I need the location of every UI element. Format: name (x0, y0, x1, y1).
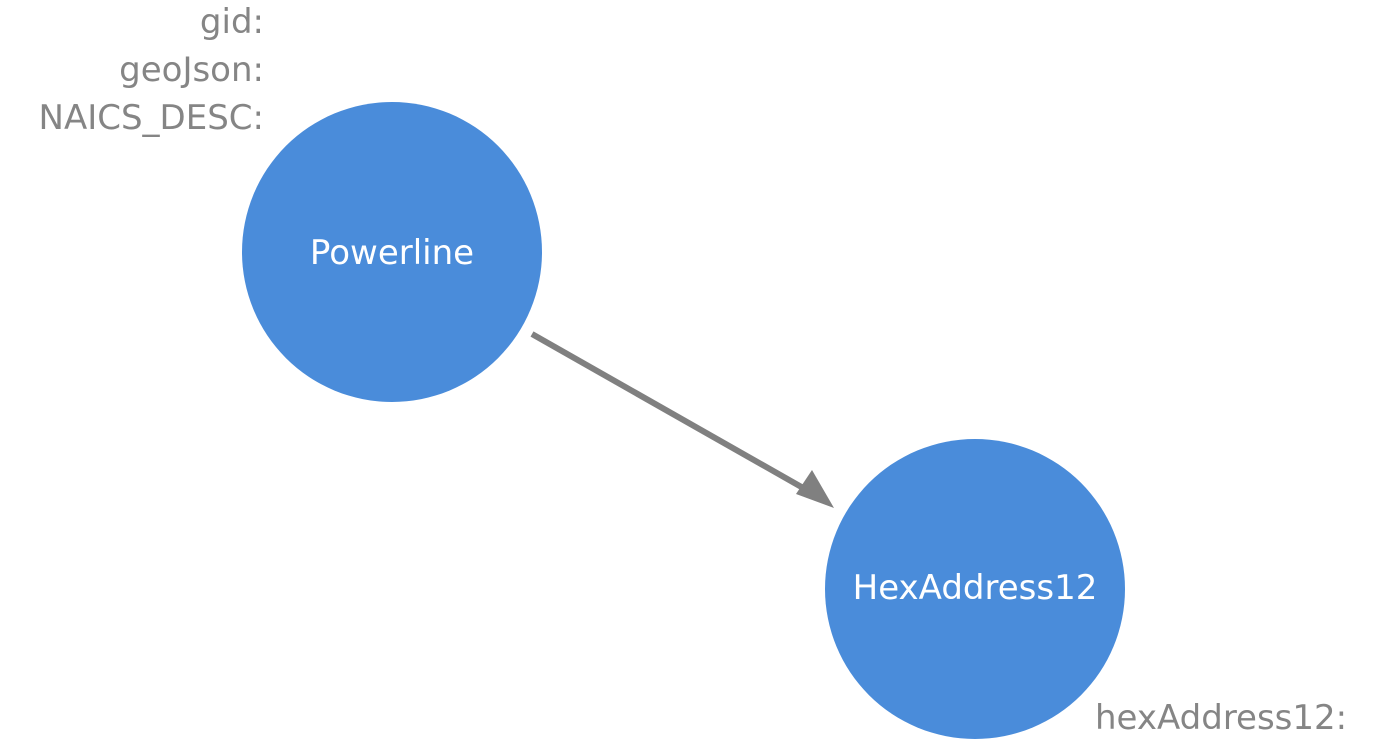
property-gid: gid: (199, 2, 264, 42)
property-geojson: geoJson: (119, 50, 264, 90)
node-hexaddress12-label: HexAddress12 (853, 568, 1098, 608)
relationship-edge[interactable] (530, 331, 814, 496)
property-naics-desc: NAICS_DESC: (38, 98, 264, 138)
powerline-properties: gid: geoJson: NAICS_DESC: (39, 0, 264, 142)
node-powerline[interactable]: Powerline (242, 102, 542, 402)
edge-arrowhead (796, 470, 834, 508)
node-hexaddress12-circle[interactable] (825, 439, 1125, 739)
node-powerline-circle[interactable] (242, 102, 542, 402)
hexaddress12-properties: hexAddress12: (1095, 694, 1347, 742)
node-powerline-label: Powerline (310, 233, 474, 273)
property-hexaddress12: hexAddress12: (1095, 698, 1348, 738)
node-hexaddress12[interactable]: HexAddress12 (825, 439, 1125, 739)
